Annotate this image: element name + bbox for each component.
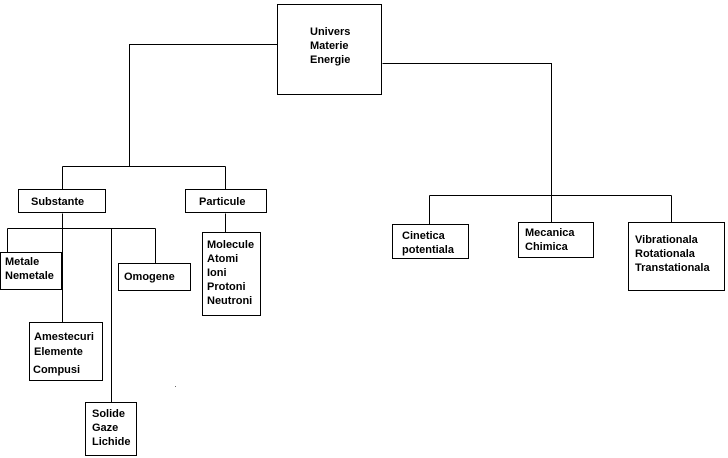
node-solide-line: Lichide bbox=[92, 436, 131, 448]
connector-root-right bbox=[382, 63, 552, 196]
node-molecule-line: Protoni bbox=[207, 281, 246, 293]
node-molecule-line: Ioni bbox=[207, 267, 227, 279]
node-metale-line: Nemetale bbox=[5, 270, 54, 282]
node-molecule: Molecule Atomi Ioni Protoni Neutroni bbox=[202, 232, 261, 316]
stray-dot bbox=[175, 386, 176, 387]
node-solide-line: Solide bbox=[92, 408, 126, 420]
node-amestecuri-line: Amestecuri bbox=[34, 331, 94, 343]
node-metale: Metale Nemetale bbox=[0, 252, 62, 290]
node-substante: Substante bbox=[18, 189, 106, 213]
node-solide-line: Gaze bbox=[92, 422, 119, 434]
node-particule-label: Particule bbox=[199, 196, 246, 208]
node-omogene-label: Omogene bbox=[124, 271, 175, 283]
node-vibrationala-line: Vibrationala bbox=[635, 234, 698, 246]
node-molecule-line: Atomi bbox=[207, 253, 239, 265]
node-cinetica-line: potentiala bbox=[402, 244, 454, 256]
node-vibrationala-line: Transtationala bbox=[635, 262, 710, 274]
node-univers: Univers Materie Energie bbox=[277, 4, 382, 95]
node-substante-label: Substante bbox=[31, 196, 85, 208]
node-mecanica-line: Mecanica bbox=[525, 227, 575, 239]
node-metale-line: Metale bbox=[5, 256, 40, 268]
node-amestecuri-line: Elemente bbox=[34, 346, 83, 358]
connector-root-left bbox=[129, 44, 278, 167]
node-cinetica-line: Cinetica bbox=[402, 230, 445, 242]
node-omogene: Omogene bbox=[118, 263, 191, 291]
node-univers-line: Materie bbox=[310, 40, 349, 52]
node-univers-line: Energie bbox=[310, 54, 351, 66]
node-particule: Particule bbox=[185, 189, 267, 213]
node-vibrationala: Vibrationala Rotationala Transtationala bbox=[628, 222, 725, 291]
node-amestecuri: Amestecuri Elemente Compusi bbox=[29, 322, 103, 381]
node-solide: Solide Gaze Lichide bbox=[85, 402, 137, 456]
node-molecule-line: Neutroni bbox=[207, 295, 253, 307]
node-cinetica: Cinetica potentiala bbox=[392, 224, 469, 259]
node-amestecuri-line: Compusi bbox=[33, 364, 81, 376]
node-molecule-line: Molecule bbox=[207, 239, 255, 251]
node-univers-line: Univers bbox=[310, 26, 351, 38]
node-vibrationala-line: Rotationala bbox=[635, 248, 695, 260]
node-mecanica-line: Chimica bbox=[525, 241, 568, 253]
node-mecanica: Mecanica Chimica bbox=[518, 222, 594, 258]
